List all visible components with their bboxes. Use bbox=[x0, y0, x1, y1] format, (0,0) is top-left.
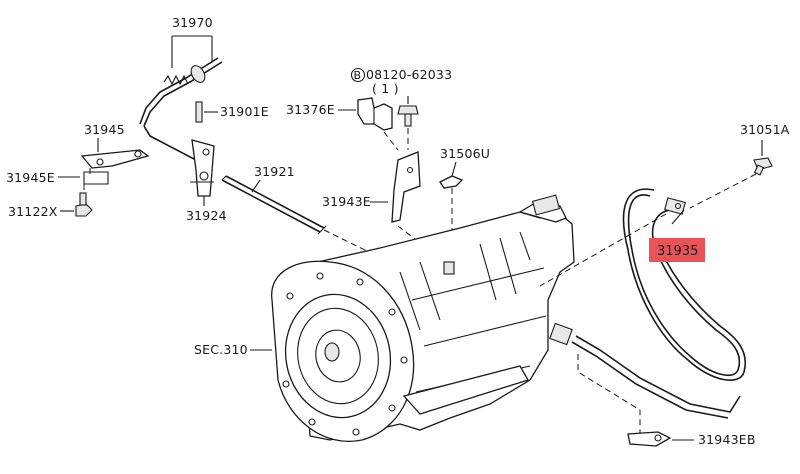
highlight-box bbox=[649, 238, 705, 262]
label-31935: 31935 bbox=[657, 244, 698, 259]
harness-31935[interactable] bbox=[539, 173, 757, 434]
label-31945: 31945 bbox=[84, 122, 125, 137]
bell-housing-bolts bbox=[282, 272, 408, 436]
label-31943EB: 31943EB bbox=[698, 432, 756, 447]
label-31924: 31924 bbox=[186, 208, 227, 223]
label-31901E: 31901E bbox=[220, 104, 269, 119]
clip-31945E[interactable]: 31945E bbox=[6, 168, 109, 185]
lever-31924[interactable]: 31924 bbox=[186, 139, 227, 223]
bracket-31945[interactable]: 31945 bbox=[80, 122, 150, 169]
label-08120-62033: 08120-62033 bbox=[366, 67, 452, 82]
label-31921: 31921 bbox=[254, 164, 295, 179]
pin-31901E[interactable]: 31901E bbox=[195, 101, 269, 123]
label-08120-qty: ( 1 ) bbox=[372, 81, 399, 96]
bolt-31051A[interactable]: 31051A bbox=[740, 122, 790, 176]
clip-31376E[interactable]: 31376E bbox=[286, 97, 399, 151]
clip-31943EB[interactable]: 31943EB bbox=[627, 431, 756, 447]
shift-cable-31970[interactable]: 31970 bbox=[139, 15, 223, 177]
bolt-31122X[interactable]: 31122X bbox=[8, 170, 93, 219]
label-31943E: 31943E bbox=[322, 194, 371, 209]
transmission-assembly[interactable]: SEC.310 bbox=[194, 194, 575, 442]
label-31970: 31970 bbox=[172, 15, 213, 30]
label-31506U: 31506U bbox=[440, 146, 490, 161]
label-31122X: 31122X bbox=[8, 204, 58, 219]
label-31051A: 31051A bbox=[740, 122, 790, 137]
label-08120-circle: B bbox=[354, 69, 362, 82]
rod-31921[interactable]: 31921 bbox=[221, 164, 403, 269]
bolt-08120-62033[interactable]: B 08120-62033 ( 1 ) bbox=[350, 67, 453, 150]
highlighted-part-31935[interactable]: 31935 bbox=[649, 238, 705, 262]
label-31376E: 31376E bbox=[286, 102, 335, 117]
label-sec310: SEC.310 bbox=[194, 342, 248, 357]
bracket-31943E[interactable]: 31943E bbox=[322, 151, 433, 253]
label-31945E: 31945E bbox=[6, 170, 55, 185]
